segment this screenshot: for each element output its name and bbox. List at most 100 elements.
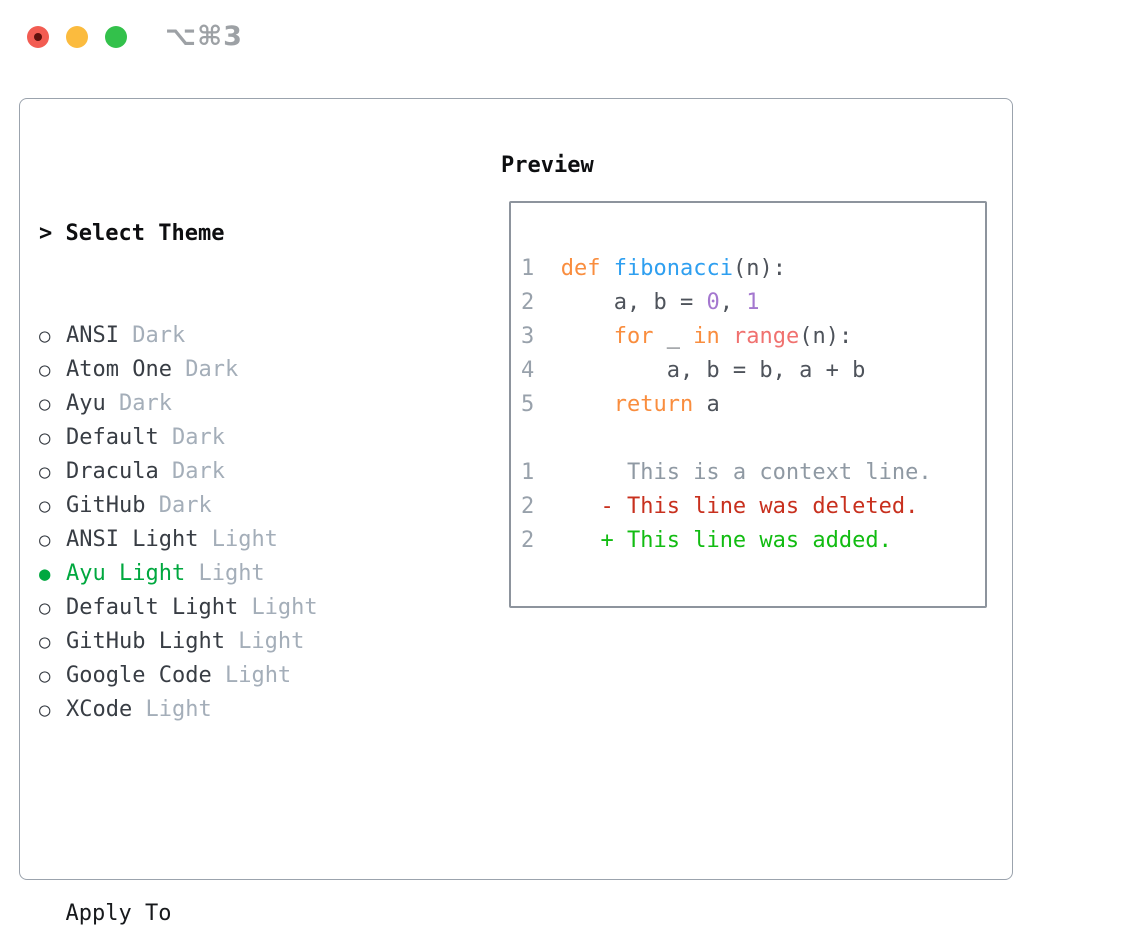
- radio-selected-icon: ●: [39, 563, 51, 585]
- theme-variant-badge: Light: [238, 629, 305, 654]
- theme-variant-badge: Dark: [171, 425, 225, 450]
- preview-header: Preview: [501, 153, 594, 178]
- theme-variant-badge: Dark: [185, 357, 239, 382]
- theme-option-ayu-light-light[interactable]: ●Ayu Light Light: [39, 557, 410, 591]
- theme-name: ANSI Light: [66, 527, 212, 552]
- theme-option-ayu-dark[interactable]: ○ Ayu Dark: [39, 387, 410, 421]
- code-segment-code: [534, 528, 600, 553]
- code-segment-num: 1: [521, 256, 535, 281]
- radio-unselected-icon: ○: [39, 325, 51, 347]
- zoom-button[interactable]: [105, 26, 127, 48]
- code-segment-orange: def: [560, 256, 601, 281]
- code-segment-code: (n):: [732, 256, 786, 281]
- code-segment-blue: fibonacci: [613, 256, 733, 281]
- code-segment-code: [534, 392, 613, 417]
- radio-unselected-icon: ○: [39, 393, 51, 415]
- theme-option-github-dark[interactable]: ○ GitHub Dark: [39, 489, 410, 523]
- radio-unselected-icon: ○: [39, 529, 51, 551]
- code-segment-code: [534, 324, 613, 349]
- code-segment-num: 1: [521, 460, 535, 485]
- apply-to-header: Apply To: [65, 901, 172, 926]
- code-segment-code: a, b = b, a + b: [534, 358, 866, 383]
- code-segment-ctx: This is a context line.: [534, 460, 932, 485]
- radio-unselected-icon: ○: [39, 699, 51, 721]
- code-segment-num: 2: [521, 290, 535, 315]
- preview-line: 3 for _ in range(n):: [521, 320, 985, 354]
- left-column: > Select Theme ○ANSI Dark○Atom One Dark○…: [39, 149, 410, 934]
- theme-name: Google Code: [66, 663, 225, 688]
- code-segment-add: + This line was added.: [600, 528, 892, 553]
- preview-line: 2 - This line was deleted.: [521, 490, 985, 524]
- close-button[interactable]: [27, 26, 49, 48]
- theme-name: GitHub Light: [66, 629, 239, 654]
- titlebar: ⌥⌘3: [0, 0, 1140, 74]
- preview-line: 2 a, b = 0, 1: [521, 286, 985, 320]
- code-segment-code: a: [693, 392, 720, 417]
- theme-option-default-dark[interactable]: ○Default Dark: [39, 421, 410, 455]
- focus-caret-icon: >: [39, 221, 53, 246]
- code-segment-purple: 0: [706, 290, 720, 315]
- theme-name: GitHub: [66, 493, 159, 518]
- code-segment-code: [601, 256, 614, 281]
- theme-option-atom-one-dark[interactable]: ○ Atom One Dark: [39, 353, 410, 387]
- code-segment-orange: in: [693, 324, 720, 349]
- code-segment-code: [534, 494, 600, 519]
- code-segment-code: a, b =: [534, 290, 707, 315]
- theme-variant-badge: Light: [145, 697, 212, 722]
- code-segment-num: 3: [521, 324, 535, 349]
- theme-variant-badge: Dark: [158, 493, 212, 518]
- theme-list-header: > Select Theme: [39, 217, 410, 251]
- code-segment-coral: range: [732, 324, 800, 349]
- theme-name: Ayu: [66, 391, 119, 416]
- theme-variant-badge: Light: [224, 663, 292, 688]
- theme-variant-badge: Dark: [132, 323, 186, 348]
- code-segment-num: 2: [521, 494, 535, 519]
- theme-option-xcode-light[interactable]: ○ XCode Light: [39, 693, 410, 727]
- theme-variant-badge: Dark: [118, 391, 172, 416]
- theme-option-github-light-light[interactable]: ○ GitHub Light Light: [39, 625, 410, 659]
- radio-unselected-icon: ○: [39, 461, 51, 483]
- spacer: [39, 795, 410, 829]
- theme-option-dracula-dark[interactable]: ○ Dracula Dark: [39, 455, 410, 489]
- keyboard-shortcut-hint: ⌥⌘3: [165, 21, 243, 52]
- minimize-button[interactable]: [66, 26, 88, 48]
- theme-option-default-light-light[interactable]: ○Default Light Light: [39, 591, 410, 625]
- theme-variant-badge: Light: [211, 527, 278, 552]
- code-segment-num: 4: [521, 358, 535, 383]
- theme-name: Ayu Light: [66, 561, 199, 586]
- preview-line: [521, 422, 985, 456]
- radio-unselected-icon: ○: [39, 665, 51, 687]
- theme-name: Default: [66, 425, 172, 450]
- code-segment-orange: for: [613, 324, 654, 349]
- theme-list-header-label: Select Theme: [65, 221, 225, 246]
- theme-selector-panel: > Select Theme ○ANSI Dark○Atom One Dark○…: [19, 98, 1013, 926]
- theme-option-ansi-dark[interactable]: ○ ANSI Dark: [39, 319, 410, 353]
- preview-line: 2 + This line was added.: [521, 524, 985, 558]
- theme-name: Atom One: [66, 357, 186, 382]
- code-segment-num: 5: [521, 392, 535, 417]
- theme-option-google-code-light[interactable]: ○ Google Code Light: [39, 659, 410, 693]
- code-segment-num: 2: [521, 528, 535, 553]
- code-segment-purple: 1: [746, 290, 760, 315]
- theme-option-ansi-light-light[interactable]: ○ ANSI Light Light: [39, 523, 410, 557]
- radio-unselected-icon: ○: [39, 495, 51, 517]
- preview-line: 1 def fibonacci(n):: [521, 252, 985, 286]
- radio-unselected-icon: ○: [39, 631, 51, 653]
- preview-line: 4 a, b = b, a + b: [521, 354, 985, 388]
- radio-unselected-icon: ○: [39, 597, 51, 619]
- theme-list: ○ANSI Dark○Atom One Dark○Ayu Dark○Defaul…: [39, 319, 410, 727]
- preview-line: 1 This is a context line.: [521, 456, 985, 490]
- code-segment-del: - This line was deleted.: [600, 494, 919, 519]
- radio-unselected-icon: ○: [39, 359, 51, 381]
- theme-name: ANSI: [66, 323, 133, 348]
- code-segment-code: [720, 324, 733, 349]
- preview-line: 5 return a: [521, 388, 985, 422]
- theme-name: Dracula: [66, 459, 172, 484]
- theme-name: XCode: [66, 697, 146, 722]
- theme-variant-badge: Dark: [171, 459, 225, 484]
- theme-name: Default Light: [66, 595, 252, 620]
- code-segment-orange: return: [613, 392, 694, 417]
